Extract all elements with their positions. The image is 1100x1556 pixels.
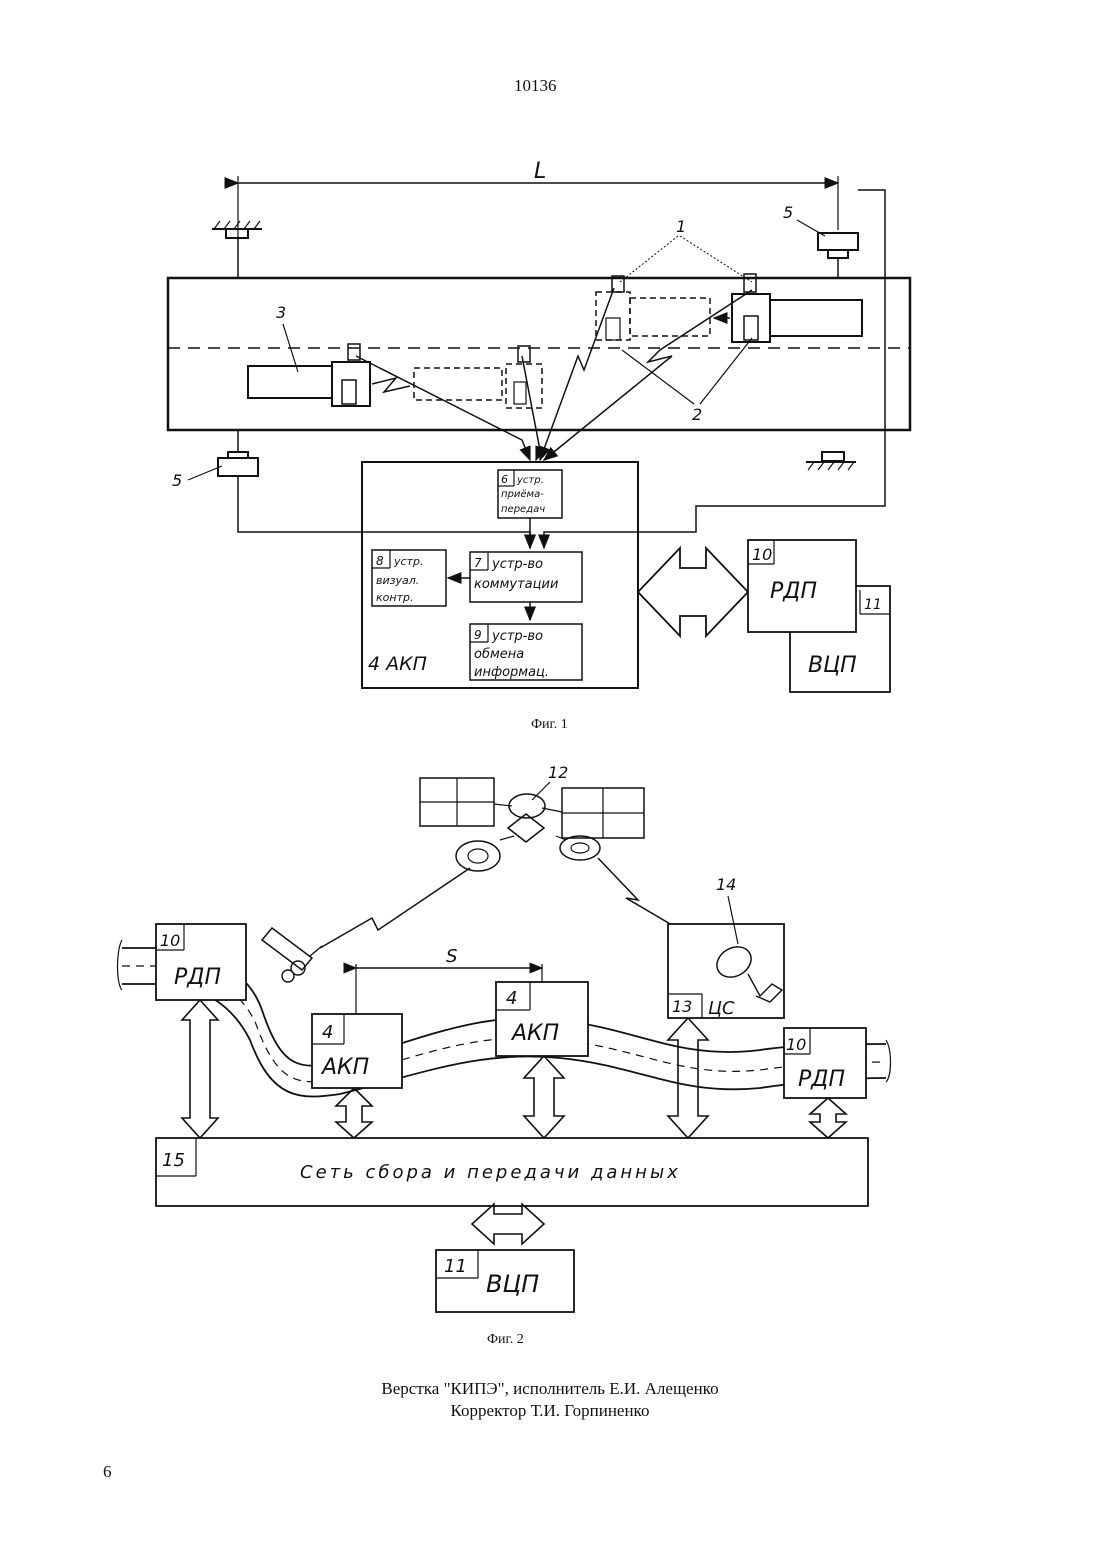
dimension-label-l: L [534,159,546,184]
svg-text:13: 13 [672,997,692,1016]
ground-hatch-top-left [212,221,262,238]
svg-text:визуал.: визуал. [376,574,419,587]
satellite-dish-left [456,841,500,871]
svg-text:РДП: РДП [798,1067,845,1092]
svg-text:7: 7 [474,556,482,570]
svg-text:обмена: обмена [474,647,524,662]
svg-text:8: 8 [376,554,384,568]
ref-12: 12 [548,763,568,782]
svg-text:Сеть сбора и передачи данных: Сеть сбора и передачи данных [300,1162,681,1183]
page-number-footer: 6 [103,1462,112,1482]
svg-text:приёма-: приёма- [501,489,544,500]
svg-text:контр.: контр. [376,591,413,604]
svg-text:ВЦП: ВЦП [486,1270,539,1298]
svg-text:ВЦП: ВЦП [808,653,857,678]
vehicle-right-cab [732,294,770,342]
ground-hatch-bottom-right [806,452,856,470]
svg-text:4: 4 [506,988,517,1009]
svg-text:4: 4 [322,1022,333,1043]
ref-5-top: 5 [783,203,793,222]
ref-3: 3 [276,303,286,322]
vehicle-3-ghost-cab [506,364,542,408]
svg-text:10: 10 [786,1035,806,1054]
sensor-5-bottom [218,458,258,476]
akp-rdp-link-arrow [638,548,748,636]
ref-2: 2 [692,405,702,424]
svg-text:10: 10 [160,931,180,950]
vehicle-3-body [248,366,332,398]
svg-text:передач: передач [501,504,545,515]
svg-text:15: 15 [162,1150,185,1171]
svg-text:11: 11 [444,1256,467,1277]
svg-text:10: 10 [752,545,772,564]
svg-text:ЦС: ЦС [708,998,735,1019]
svg-text:устр-во: устр-во [491,629,543,644]
vehicle-3-ghost-body [414,368,502,400]
svg-text:информац.: информац. [474,665,549,680]
vehicle-right-transponder [744,274,756,292]
svg-text:АКП: АКП [320,1055,369,1080]
svg-text:РДП: РДП [174,965,221,990]
akp-box-label: 4 АКП [368,653,427,675]
figure-1: L 5 [168,159,910,692]
ref-14: 14 [716,875,736,894]
svg-text:устр.: устр. [393,555,423,568]
ref-5-bottom: 5 [172,471,182,490]
dimension-label-s: S [446,946,457,967]
footer-credits-line2: Корректор Т.И. Горпиненко [0,1400,1100,1422]
sensor-5-top-base [828,250,848,258]
vehicle-right-body [770,300,862,336]
ref-1: 1 [676,217,686,236]
svg-text:9: 9 [474,628,482,642]
svg-text:РДП: РДП [770,579,817,604]
rdp-left-antenna [262,928,312,970]
figure-2-caption: Фиг. 2 [487,1332,524,1348]
footer-credits-line1: Верстка "КИПЭ", исполнитель Е.И. Алещенк… [0,1378,1100,1400]
svg-text:6: 6 [501,473,508,486]
svg-text:коммутации: коммутации [474,577,558,592]
svg-text:АКП: АКП [510,1021,559,1046]
svg-text:устр-во: устр-во [491,557,543,572]
figure-1-caption: Фиг. 1 [531,717,568,733]
vehicle-3-cab [332,362,370,406]
svg-text:устр.: устр. [516,475,544,486]
figure-2: 12 [118,763,891,1312]
svg-text:11: 11 [864,597,882,613]
